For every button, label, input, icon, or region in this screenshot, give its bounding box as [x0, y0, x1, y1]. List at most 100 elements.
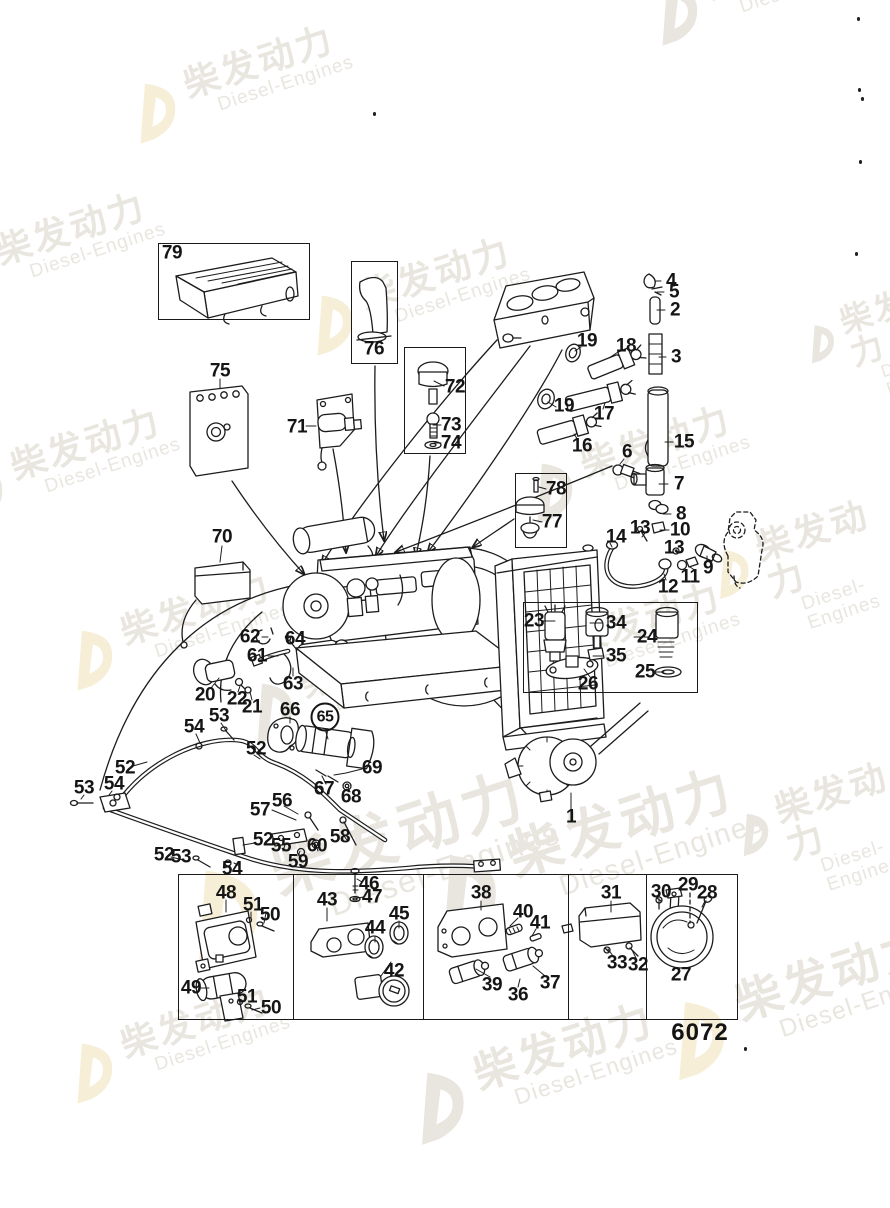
senders-right: [536, 343, 647, 445]
part-label-20: 20: [194, 684, 216, 706]
part-label-78: 78: [545, 478, 567, 500]
figure-number: 6072: [671, 1019, 729, 1046]
part-label-48: 48: [215, 882, 237, 904]
part-label-5: 5: [668, 281, 680, 303]
part-label-65: 65: [310, 702, 340, 732]
part-label-10: 10: [669, 519, 691, 541]
part-label-73: 73: [440, 414, 462, 436]
part-label-26: 26: [577, 673, 599, 695]
part-label-9: 9: [702, 557, 714, 579]
part-label-32: 32: [627, 954, 649, 976]
group-box-3: [515, 473, 567, 548]
starter-group: [267, 717, 375, 791]
part-label-61: 61: [246, 645, 268, 667]
scan-speck: [855, 252, 858, 256]
junction-block: [493, 271, 595, 349]
part-label-70: 70: [211, 526, 233, 548]
cell-27-30: [650, 887, 714, 969]
part-label-63: 63: [282, 673, 304, 695]
part-label-37: 37: [539, 972, 561, 994]
part-label-14: 14: [605, 526, 627, 548]
part-label-21: 21: [241, 696, 263, 718]
part-label-60: 60: [306, 835, 328, 857]
part-label-51: 51: [236, 986, 258, 1008]
part-label-24: 24: [636, 626, 658, 648]
part-label-54: 54: [103, 773, 125, 795]
part-label-52: 52: [252, 829, 274, 851]
part-label-47: 47: [361, 886, 383, 908]
parts-table-divider-1: [423, 874, 424, 1020]
cell-42-47: [310, 867, 410, 1007]
parts-table-divider-0: [293, 874, 294, 1020]
thermostat-outline: [723, 511, 764, 589]
part-label-11: 11: [680, 566, 700, 588]
part-label-40: 40: [512, 901, 534, 923]
part-label-43: 43: [316, 889, 338, 911]
cell-31-33: [561, 902, 642, 957]
part-label-57: 57: [249, 799, 271, 821]
part-label-41: 41: [529, 912, 551, 934]
cell-48-49: [195, 903, 275, 1022]
part-label-31: 31: [600, 882, 622, 904]
part-label-33: 33: [606, 952, 628, 974]
part-label-52: 52: [114, 757, 136, 779]
part-label-34: 34: [605, 612, 627, 634]
cell-36-41: [437, 903, 544, 985]
part-label-55: 55: [270, 835, 292, 857]
part-label-50: 50: [259, 904, 281, 926]
part-label-35: 35: [605, 645, 627, 667]
part-label-1: 1: [565, 806, 577, 828]
part-label-71: 71: [286, 416, 308, 438]
scan-speck: [857, 17, 860, 21]
part-label-16: 16: [571, 435, 593, 457]
part-label-28: 28: [696, 882, 718, 904]
scan-speck: [858, 88, 861, 92]
connector-cluster: [192, 627, 298, 694]
part-label-17: 17: [593, 403, 615, 425]
part-label-22: 22: [226, 688, 248, 710]
part-label-46: 46: [358, 873, 380, 895]
part-label-29: 29: [677, 874, 699, 896]
part-label-25: 25: [634, 661, 656, 683]
part-label-56: 56: [271, 790, 293, 812]
sender-group-23-26: [543, 604, 682, 680]
part-label-53: 53: [208, 705, 230, 727]
part-label-38: 38: [470, 882, 492, 904]
control-box-75: [189, 385, 249, 477]
part-label-13: 13: [663, 537, 685, 559]
part-label-50: 50: [260, 997, 282, 1019]
part-label-45: 45: [388, 903, 410, 925]
part-label-12: 12: [657, 576, 679, 598]
part-label-72: 72: [444, 376, 466, 398]
part-label-66: 66: [279, 699, 301, 721]
part-label-39: 39: [481, 974, 503, 996]
part-label-76: 76: [363, 338, 385, 360]
scan-speck: [744, 1047, 747, 1051]
part-label-62: 62: [239, 626, 261, 648]
part-label-75: 75: [209, 360, 231, 382]
part-label-69: 69: [361, 757, 383, 779]
solenoid-71: [316, 393, 363, 471]
part-label-15: 15: [673, 431, 695, 453]
part-label-54: 54: [183, 716, 205, 738]
group-box-0: [158, 243, 310, 320]
part-label-58: 58: [329, 826, 351, 848]
relay-70: [180, 561, 251, 649]
part-label-3: 3: [670, 346, 682, 368]
part-label-42: 42: [383, 960, 405, 982]
wiring-harness: [69, 726, 502, 874]
part-label-51: 51: [242, 894, 264, 916]
part-label-77: 77: [541, 511, 563, 533]
scan-speck: [373, 112, 376, 116]
scan-speck: [861, 97, 864, 101]
parts-table-frame: [178, 874, 738, 1020]
part-label-53: 53: [73, 777, 95, 799]
part-label-68: 68: [340, 786, 362, 808]
parts-table-divider-3: [646, 874, 647, 1020]
engine-illustration: [282, 516, 544, 709]
group-box-1: [351, 261, 398, 364]
air-cleaner-79: [175, 257, 299, 325]
group-box-2: [404, 347, 466, 454]
